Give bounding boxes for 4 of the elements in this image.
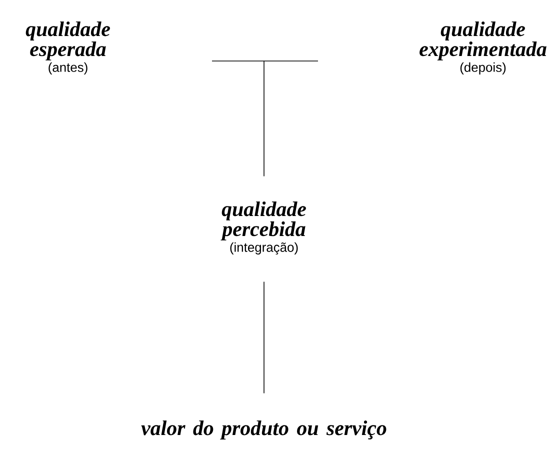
- text-label: valor do produto ou serviço: [141, 420, 386, 440]
- text-label: qualidade percebida (integração): [220, 201, 306, 255]
- text-label: qualidade esperada (antes): [26, 22, 110, 74]
- text-label: qualidade experimentada (depois): [420, 22, 546, 74]
